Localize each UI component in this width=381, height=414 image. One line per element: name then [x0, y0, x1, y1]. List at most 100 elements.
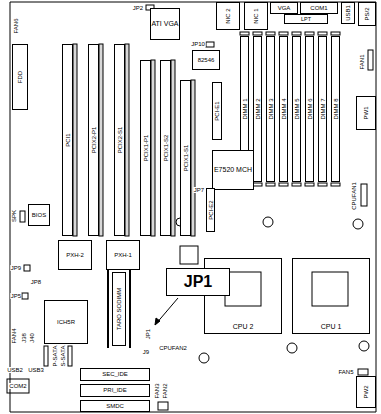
slot-box: NIC 1 — [244, 2, 268, 30]
component-box: 82546 — [192, 50, 220, 70]
component-label: PCIX2-S1 — [116, 127, 123, 154]
part-label: P-SATA — [52, 345, 58, 367]
leader-arrowhead — [155, 318, 160, 325]
part-label: JP10 — [191, 41, 206, 47]
jumper — [22, 293, 28, 299]
component-label: PCIX1-S2 — [162, 135, 169, 162]
component-box: PXH-1 — [106, 240, 140, 270]
component-label: FDD — [17, 71, 24, 83]
slot-box: USB1 — [341, 2, 355, 24]
component-label: JP1 — [184, 273, 212, 291]
component-label: PXH-1 — [114, 252, 132, 259]
slot-box: PCIX1-S2 — [160, 60, 171, 236]
part-label: SPK — [11, 209, 17, 222]
jumper — [24, 265, 30, 271]
speaker-header — [20, 211, 25, 222]
slot-box: DIMM 6 — [305, 36, 315, 182]
component-label: NIC 1 — [253, 8, 260, 23]
slot-box: DIMM 7 — [318, 36, 328, 182]
slot-box: PS/2 — [358, 2, 376, 26]
chip — [180, 246, 198, 264]
slot-box: PCIX1-P1 — [140, 60, 151, 236]
slot-box: PCI1 — [62, 44, 73, 236]
part-label: JP5 — [10, 293, 21, 299]
part-label: FAN2 — [162, 383, 168, 399]
fan-header — [158, 402, 168, 410]
component-box: ICH5R — [44, 300, 88, 344]
component-box: PRI_IDE — [80, 384, 150, 397]
dimm-latches — [240, 32, 340, 186]
component-box: LPT — [284, 14, 328, 23]
component-label: PS/2 — [364, 7, 371, 20]
component-label: CPU 2 — [232, 323, 255, 331]
component-label: ICH5R — [57, 319, 75, 326]
slot-box: PCIX2-P1 — [88, 44, 99, 236]
component-label: E7520 MCH — [214, 166, 252, 174]
component-label: CPU 1 — [320, 323, 343, 331]
slot-box: PCI-E1 — [212, 82, 222, 140]
slot-box: DIMM 4 — [279, 36, 289, 182]
part-label: J38 — [21, 333, 27, 344]
slot-box: PW2 — [356, 376, 376, 408]
slot-box: DIMM 5 — [292, 36, 302, 182]
jumper — [206, 42, 214, 47]
component-label: NIC 2 — [225, 8, 232, 23]
part-label: FAN6 — [13, 18, 19, 34]
sata-port — [44, 346, 48, 366]
component-label: PXH-2 — [66, 252, 84, 259]
component-label: DIMM 6 — [306, 99, 313, 120]
component-box: SMDC — [80, 400, 150, 412]
component-box: COM1 — [300, 2, 338, 14]
component-box: PXH-2 — [58, 240, 92, 270]
slot-box: FDD — [12, 44, 28, 110]
part-label: JP2 — [132, 5, 143, 11]
component-label: TARO SODIMM — [116, 288, 123, 331]
cpu-core — [312, 272, 348, 306]
component-label: DIMM 7 — [319, 99, 326, 120]
part-label: JP9 — [10, 265, 21, 271]
leader-line — [155, 298, 178, 325]
mounting-hole — [287, 343, 297, 353]
slot-box: PW1 — [356, 96, 376, 130]
component-label: PW2 — [363, 385, 370, 398]
component-box: BIOS — [28, 204, 50, 226]
part-label: JP8 — [30, 279, 41, 285]
callout-box: JP1 — [166, 268, 230, 296]
cpu-core — [225, 272, 261, 306]
component-label: DIMM 8 — [332, 99, 339, 120]
component-box: ATI VGA — [150, 8, 180, 40]
component-label: VGA — [278, 5, 291, 12]
part-label: FAN1 — [359, 54, 365, 70]
component-box: SEC_IDE — [80, 368, 150, 381]
part-label: CPUFAN2 — [159, 345, 188, 351]
slot-box: DIMM 2 — [253, 36, 263, 182]
slot-box: NIC 2 — [216, 2, 240, 30]
sata-port — [68, 346, 72, 366]
component-label: COM1 — [310, 5, 327, 12]
mounting-hole — [199, 353, 209, 363]
part-label: FAN4 — [11, 328, 17, 344]
component-label: PCI1 — [64, 133, 71, 146]
component-label: DIMM 2 — [254, 99, 261, 120]
slot-bodies — [73, 44, 195, 236]
slot-box: PCIX1-S1 — [180, 80, 191, 236]
part-label: FAN3 — [154, 383, 160, 399]
part-label: FAN5 — [338, 369, 354, 375]
part-label: J40 — [29, 333, 35, 344]
part-label: J9 — [142, 349, 149, 355]
component-label: PCIX2-P1 — [90, 127, 97, 154]
slot-box: PCI-E2 — [206, 188, 216, 232]
component-label: 82546 — [198, 57, 215, 64]
part-label: USB2 — [7, 367, 24, 373]
fan-header — [358, 369, 368, 375]
component-box: E7520 MCH — [212, 150, 254, 190]
part-label: JP7 — [193, 187, 204, 193]
fan-header — [361, 184, 367, 206]
component-label: DIMM 1 — [241, 99, 248, 120]
part-label: USB3 — [28, 367, 45, 373]
component-label: PCIX1-S1 — [182, 145, 189, 172]
component-label: PCIX1-P1 — [142, 135, 149, 162]
component-label: BIOS — [32, 212, 46, 219]
component-label: USB1 — [345, 5, 352, 21]
